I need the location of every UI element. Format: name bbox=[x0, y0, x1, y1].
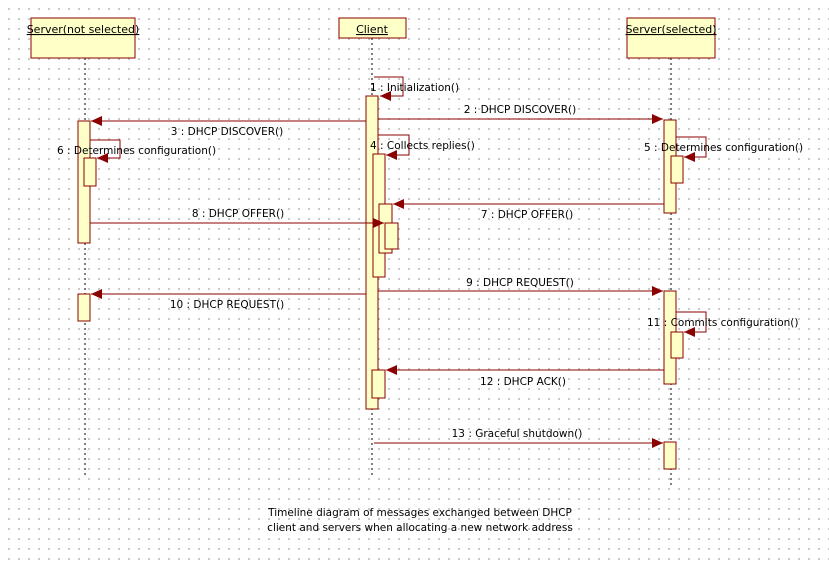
message-1-initialization[interactable]: 1 : Initialization() bbox=[370, 76, 459, 101]
message-10-dhcp-request[interactable]: 10 : DHCP REQUEST() bbox=[91, 289, 366, 311]
message-label: 9 : DHCP REQUEST() bbox=[466, 277, 574, 289]
message-label: 13 : Graceful shutdown() bbox=[452, 428, 583, 440]
activation-client-offer8 bbox=[384, 222, 399, 250]
activation-srv-ns-request bbox=[77, 293, 91, 322]
participant-label: Server(not selected) bbox=[27, 23, 140, 36]
participant-server-not-selected[interactable]: Server(not selected) bbox=[27, 17, 140, 59]
message-label: 5 : Determines configuration() bbox=[644, 142, 803, 154]
participant-label: Server(selected) bbox=[625, 23, 716, 36]
message-label: 10 : DHCP REQUEST() bbox=[170, 299, 284, 311]
activation-srv-s-determine bbox=[670, 155, 684, 184]
message-8-dhcp-offer[interactable]: 8 : DHCP OFFER() bbox=[90, 208, 384, 228]
message-label: 4 : Collects replies() bbox=[370, 140, 475, 152]
caption-line-2: client and servers when allocating a new… bbox=[267, 522, 573, 534]
message-9-dhcp-request[interactable]: 9 : DHCP REQUEST() bbox=[378, 277, 663, 296]
message-4-collects-replies[interactable]: 4 : Collects replies() bbox=[370, 134, 475, 160]
message-6-determines-configuration[interactable]: 6 : Determines configuration() bbox=[57, 139, 216, 163]
message-11-commits-configuration[interactable]: 11 : Commits configuration() bbox=[647, 311, 798, 337]
message-label: 8 : DHCP OFFER() bbox=[192, 208, 284, 220]
message-label: 12 : DHCP ACK() bbox=[480, 376, 566, 388]
message-label: 6 : Determines configuration() bbox=[57, 145, 216, 157]
participant-server-selected[interactable]: Server(selected) bbox=[625, 17, 717, 59]
participant-label: Client bbox=[356, 23, 389, 36]
message-label: 2 : DHCP DISCOVER() bbox=[464, 104, 576, 116]
activation-srv-s-shutdown bbox=[663, 441, 677, 470]
activation-srv-s-commit bbox=[670, 331, 684, 359]
activation-client-ack bbox=[371, 369, 386, 399]
message-13-graceful-shutdown[interactable]: 13 : Graceful shutdown() bbox=[374, 428, 663, 448]
message-label: 1 : Initialization() bbox=[370, 82, 459, 94]
message-label: 7 : DHCP OFFER() bbox=[481, 209, 573, 221]
message-7-dhcp-offer[interactable]: 7 : DHCP OFFER() bbox=[393, 199, 664, 221]
message-label: 3 : DHCP DISCOVER() bbox=[171, 126, 283, 138]
caption-line-1: Timeline diagram of messages exchanged b… bbox=[267, 507, 572, 519]
message-12-dhcp-ack[interactable]: 12 : DHCP ACK() bbox=[386, 365, 664, 388]
message-label: 11 : Commits configuration() bbox=[647, 317, 798, 329]
activation-srv-ns-determine bbox=[83, 157, 97, 187]
message-5-determines-configuration[interactable]: 5 : Determines configuration() bbox=[644, 136, 803, 162]
message-2-dhcp-discover[interactable]: 2 : DHCP DISCOVER() bbox=[378, 104, 663, 124]
participant-client[interactable]: Client bbox=[338, 17, 407, 39]
message-3-dhcp-discover[interactable]: 3 : DHCP DISCOVER() bbox=[91, 116, 366, 138]
